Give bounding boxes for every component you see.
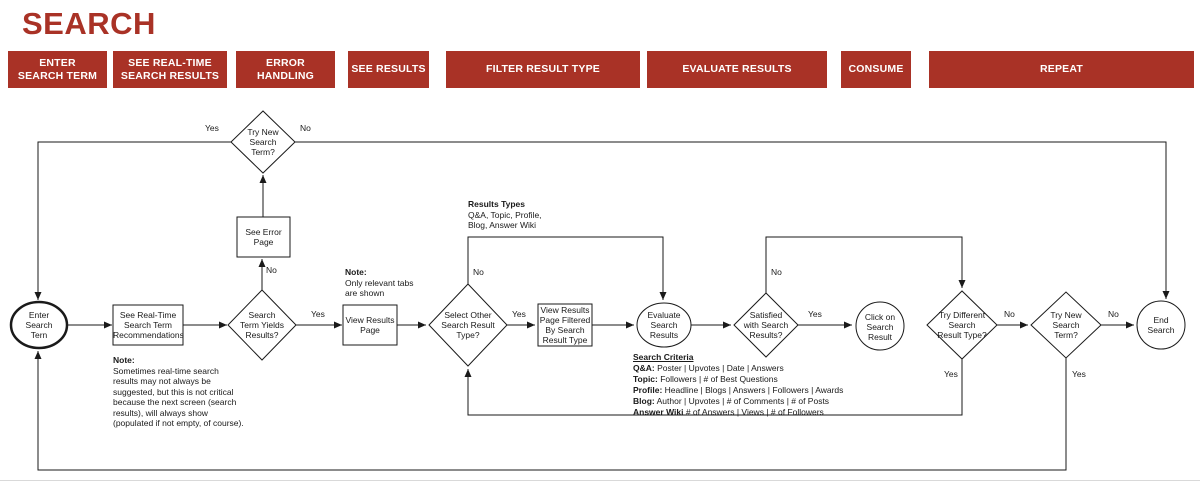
shape-evaluate-results (636, 302, 692, 348)
node-label-click-result: Click on Search Result (864, 312, 896, 342)
label-no-trynewtop: No (300, 123, 311, 133)
shape-view-results-page (342, 304, 398, 346)
shape-enter-search-term (9, 300, 69, 350)
node-label-evaluate-results: Evaluate Search Results (647, 310, 681, 340)
node-label-search-term-yields: Search Term Yields Results? (240, 310, 284, 340)
shape-end-search (1136, 300, 1186, 350)
label-no-trydifferent: No (1004, 309, 1015, 319)
label-no-trynewbottom: No (1108, 309, 1119, 319)
note-tabs-body: Only relevant tabs are shown (345, 277, 414, 299)
shape-try-new-search-bottom (1030, 291, 1102, 359)
edge-selectother-no-to-evaluate (467, 236, 667, 300)
phase-see-results: SEE RESULTS (348, 51, 429, 88)
node-label-select-other-type: Select Other Search Result Type? (441, 310, 495, 340)
note-result-types-title: Results Types (468, 199, 526, 209)
label-yes-satisfied: Yes (808, 309, 822, 319)
criteria-term: Q&A: (633, 362, 655, 373)
node-label-view-results-page: View Results Page (345, 315, 395, 335)
note-tabs-title: Note: (345, 267, 367, 277)
label-no-satisfied: No (771, 267, 782, 277)
label-yes-yields: Yes (311, 309, 325, 319)
note-realtime-body: Sometimes real-time search results may n… (113, 365, 244, 429)
criteria-desc: # of Answers | Views | # of Followers (683, 406, 824, 417)
criteria-desc: Followers | # of Best Questions (657, 373, 778, 384)
phase-consume: CONSUME (841, 51, 911, 88)
criteria-term: Topic: (633, 373, 658, 384)
criteria-term: Blog: (633, 395, 655, 406)
note-realtime-title: Note: (113, 355, 135, 365)
note-search-criteria-title: Search Criteria (633, 352, 694, 362)
note-search-criteria: Search Criteria Q&A: Poster | Upvotes | … (633, 352, 903, 418)
shape-search-term-yields (227, 289, 297, 361)
node-label-satisfied: Satisfied with Search Results? (743, 310, 789, 340)
shape-try-new-search-top (230, 110, 296, 174)
label-no-yields: No (266, 265, 277, 275)
phase-see-real-time-search-results: SEE REAL-TIME SEARCH RESULTS (113, 51, 227, 88)
shape-satisfied (733, 292, 799, 358)
note-result-types-body: Q&A, Topic, Profile, Blog, Answer Wiki (468, 209, 542, 231)
criteria-row-qa: Q&A: Poster | Upvotes | Date | Answers (633, 363, 903, 374)
node-label-enter-search-term: Enter Search Tern (25, 310, 53, 340)
criteria-row-topic: Topic: Followers | # of Best Questions (633, 374, 903, 385)
criteria-term: Profile: (633, 384, 663, 395)
edge-trynewtop-no-to-end (295, 141, 1170, 299)
label-no-selectother: No (473, 267, 484, 277)
phase-evaluate-results: EVALUATE RESULTS (647, 51, 827, 88)
criteria-desc: Author | Upvotes | # of Comments | # of … (654, 395, 830, 406)
edge-trynewtop-yes-to-start (34, 141, 231, 300)
criteria-term: Answer Wiki (633, 406, 684, 417)
node-label-end-search: End Search (1147, 315, 1175, 335)
node-label-try-new-search-top: Try New Search Term? (247, 127, 279, 157)
page-title: SEARCH (22, 6, 156, 41)
note-result-types: Results Types Q&A, Topic, Profile, Blog,… (468, 199, 578, 231)
edge-satisfied-no-to-trydifferent (765, 236, 966, 293)
edge-trydifferent-yes-to-selectother (464, 359, 963, 416)
node-label-see-error-page: See Error Page (245, 227, 282, 247)
criteria-desc: Headline | Blogs | Answers | Followers |… (662, 384, 844, 395)
label-yes-trydifferent: Yes (944, 369, 958, 379)
label-yes-trynewbottom: Yes (1072, 369, 1086, 379)
label-yes-selectother: Yes (512, 309, 526, 319)
phase-filter-result-type: FILTER RESULT TYPE (446, 51, 640, 88)
criteria-row-answer-wiki: Answer Wiki # of Answers | Views | # of … (633, 407, 903, 418)
shape-select-other-type (428, 283, 508, 367)
label-yes-trynewtop: Yes (205, 123, 219, 133)
shape-view-filtered (537, 303, 593, 347)
criteria-row-profile: Profile: Headline | Blogs | Answers | Fo… (633, 385, 903, 396)
criteria-desc: Poster | Upvotes | Date | Answers (654, 362, 784, 373)
phase-repeat: REPEAT (929, 51, 1194, 88)
edge-trynewbottom-yes-to-start (34, 351, 1067, 471)
shape-click-result (855, 301, 905, 351)
note-tabs: Note: Only relevant tabs are shown (345, 267, 435, 299)
node-label-try-different-type: Try Different Search Result Type? (937, 310, 987, 340)
node-label-try-new-search-bottom: Try New Search Term? (1050, 310, 1082, 340)
shape-see-realtime-recs (112, 304, 184, 346)
phase-enter-search-term: ENTER SEARCH TERM (8, 51, 107, 88)
shape-see-error-page (236, 216, 291, 258)
node-label-see-realtime-recs: See Real-Time Search Term Recommendation… (113, 310, 184, 340)
phase-error-handling: ERROR HANDLING (236, 51, 335, 88)
criteria-row-blog: Blog: Author | Upvotes | # of Comments |… (633, 396, 903, 407)
note-realtime: Note: Sometimes real-time search results… (113, 355, 288, 429)
shape-try-different-type (926, 290, 998, 360)
node-label-view-filtered: View Results Page Filtered By Search Res… (539, 305, 591, 345)
